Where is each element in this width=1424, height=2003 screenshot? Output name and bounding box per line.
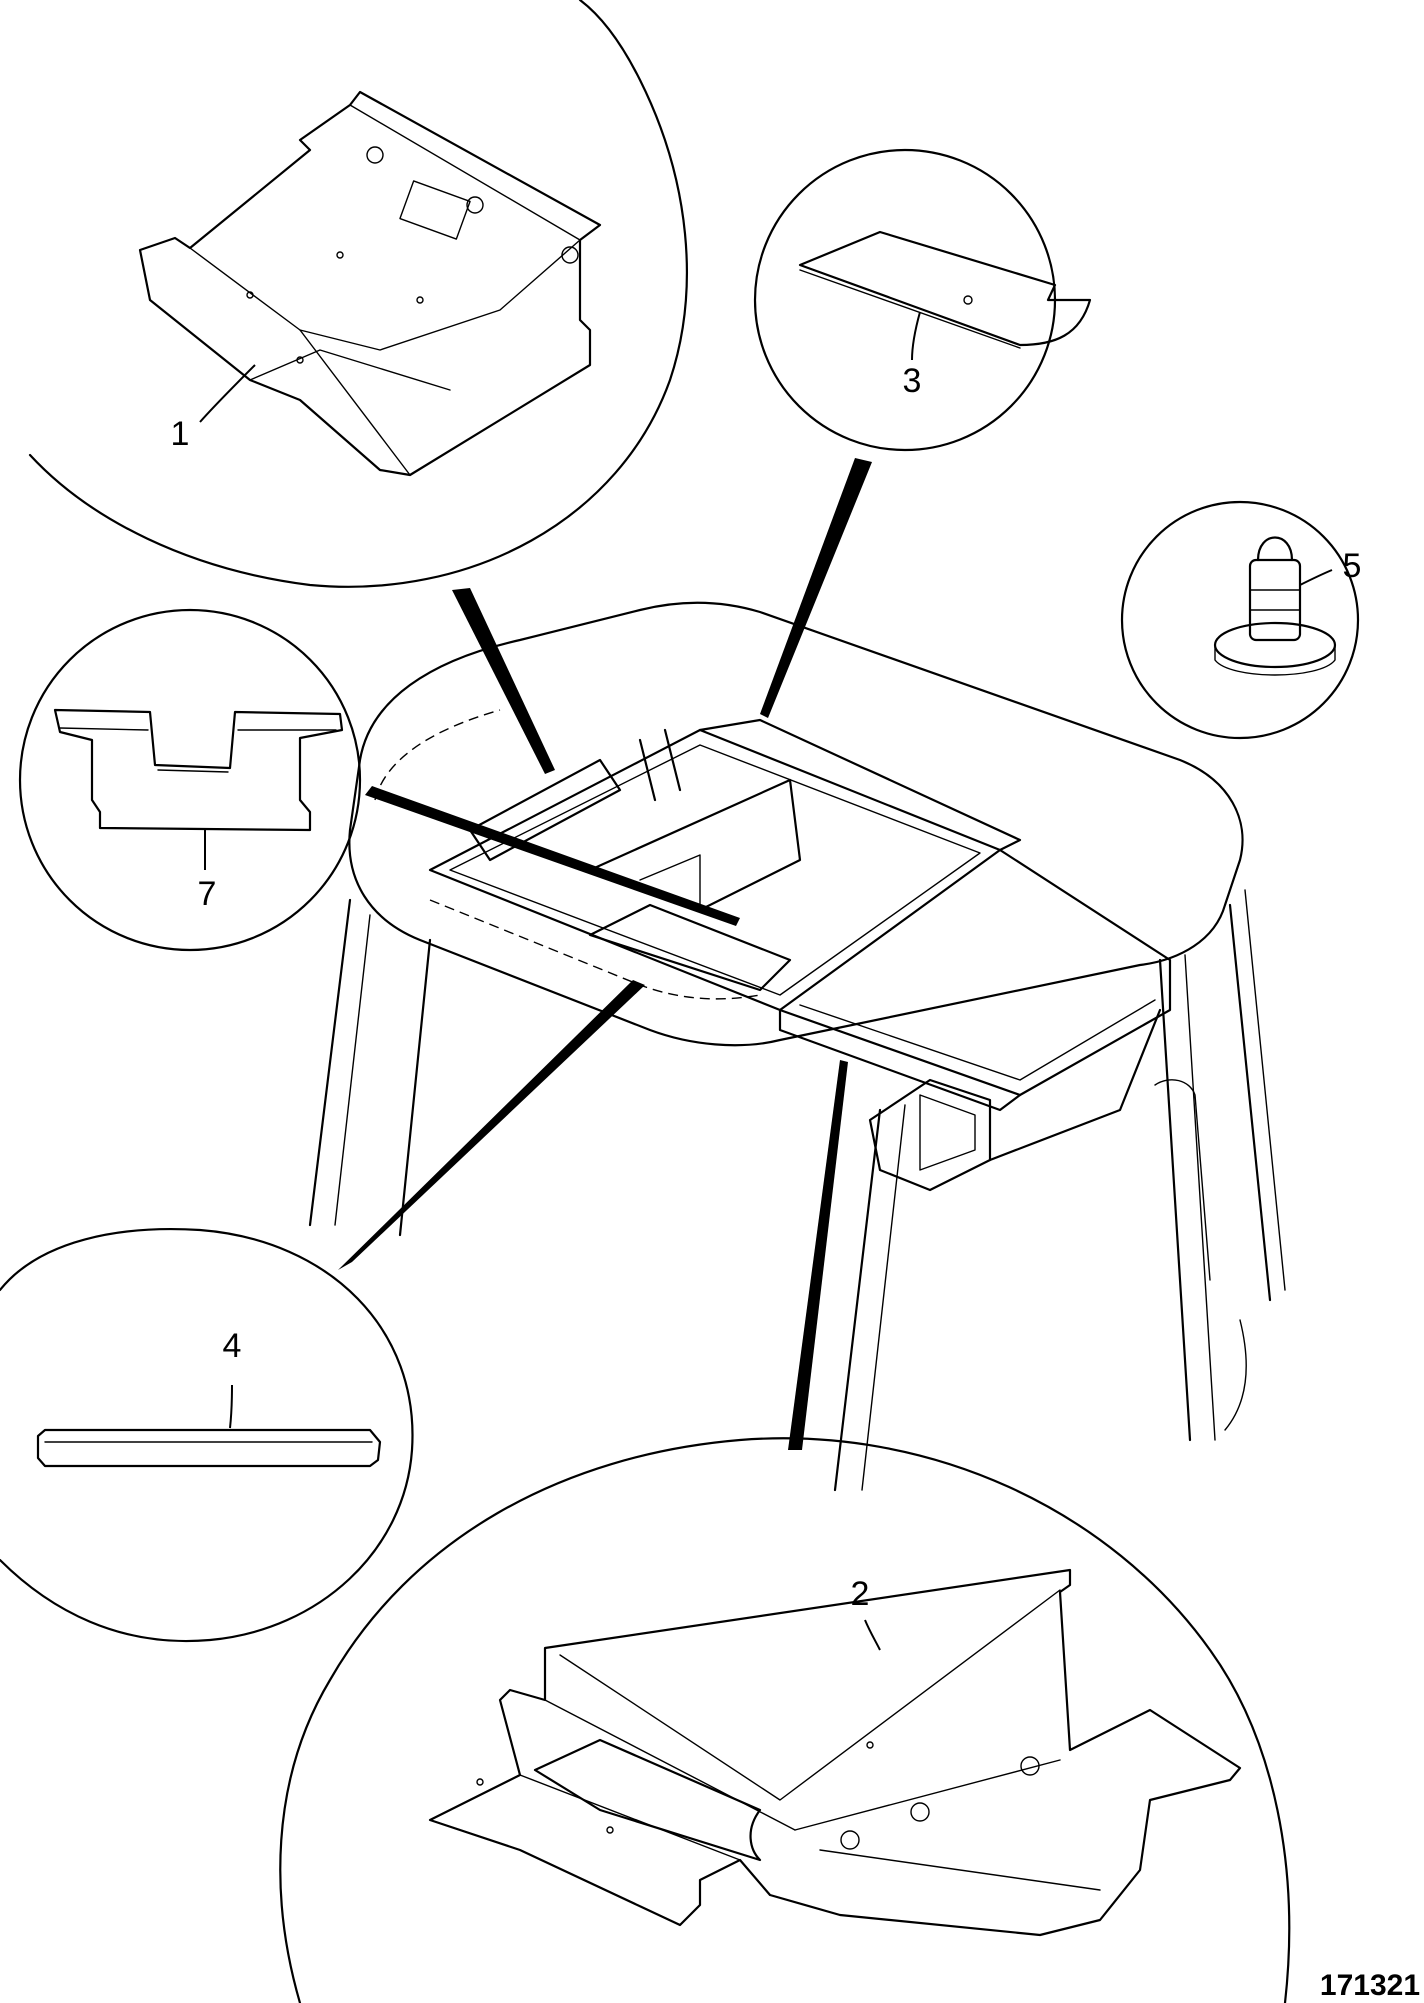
detail-circle-item-5: 5 <box>1120 500 1362 740</box>
figure-number: 171321 <box>1320 1969 1420 2002</box>
detail-circle-item-4: 4 <box>0 1227 414 1643</box>
callout-4: 4 <box>223 1327 242 1365</box>
detail-circle-item-1: 1 <box>28 0 688 588</box>
part-2-bracket <box>428 1568 1242 1937</box>
part-4-strip <box>36 1428 382 1468</box>
leader-wedge-item-2 <box>788 1060 848 1450</box>
callout-3: 3 <box>903 362 922 400</box>
detail-circle-item-2: 2 <box>279 1437 1291 2003</box>
leader-wedge-item-7 <box>365 786 740 926</box>
callout-5: 5 <box>1343 547 1362 585</box>
leader-wedge-item-1 <box>452 588 555 774</box>
part-3-plate <box>798 230 1092 349</box>
leader-wedge-item-3 <box>760 458 872 718</box>
part-7-profile <box>53 708 344 832</box>
leader-wedge-item-4 <box>338 980 645 1270</box>
callout-7: 7 <box>198 875 217 913</box>
detail-circle-item-3: 3 <box>753 148 1092 452</box>
part-5-fastener <box>1213 536 1337 676</box>
callout-2: 2 <box>851 1575 870 1613</box>
detail-circle-item-7: 7 <box>18 608 362 952</box>
main-assembly <box>308 601 1286 1492</box>
part-1-bracket <box>138 90 602 477</box>
callout-1: 1 <box>171 415 190 453</box>
